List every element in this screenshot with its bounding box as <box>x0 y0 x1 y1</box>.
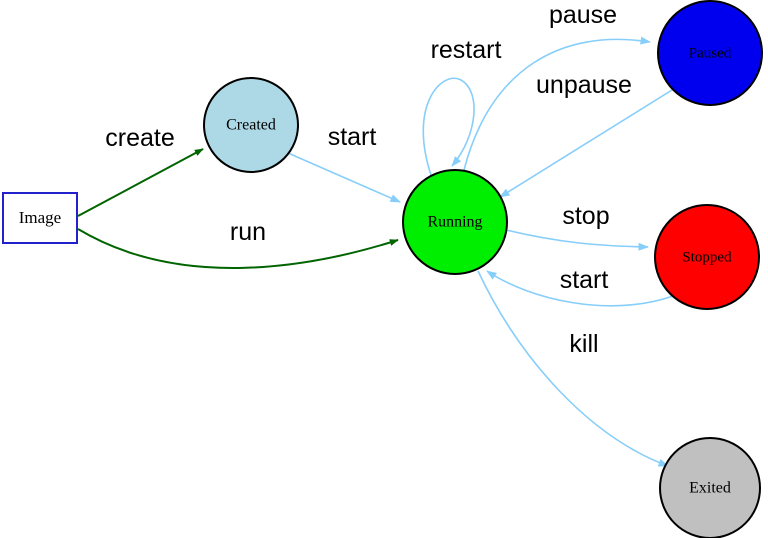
edge-stop: stop <box>505 202 649 251</box>
edge-run-path <box>77 228 399 269</box>
edge-restart-path <box>422 77 475 176</box>
edge-label-start-created: start <box>328 123 377 151</box>
edge-label-pause: pause <box>549 1 617 29</box>
node-created-label: Created <box>226 117 276 134</box>
edge-restart: restart <box>422 36 502 176</box>
edge-kill-path <box>477 270 669 467</box>
edge-label-start-stopped: start <box>560 266 609 294</box>
edge-kill: kill <box>477 270 669 467</box>
edge-label-create: create <box>105 124 174 152</box>
edge-unpause: unpause <box>499 71 673 198</box>
edge-create: create <box>77 124 204 217</box>
edge-stop-path <box>505 229 649 251</box>
node-paused-shape[interactable] <box>657 0 763 106</box>
node-stopped-label: Stopped <box>682 249 732 265</box>
node-paused-label: Paused <box>689 45 732 61</box>
node-running-shape[interactable] <box>402 169 508 275</box>
edge-label-run: run <box>230 218 266 246</box>
edge-run: run <box>77 218 399 269</box>
edge-start-stopped-path <box>486 270 674 307</box>
edge-label-stop: stop <box>562 202 609 230</box>
node-exited-label: Exited <box>689 480 731 497</box>
node-image-label: Image <box>19 208 61 227</box>
node-paused[interactable]: Paused <box>657 0 763 106</box>
edge-pause: pause <box>463 1 651 171</box>
edge-start-created-path <box>287 152 401 203</box>
node-running[interactable]: Running <box>402 169 508 275</box>
edge-create-path <box>77 148 204 217</box>
node-created-shape[interactable] <box>203 77 299 173</box>
node-stopped[interactable]: Stopped <box>654 204 760 310</box>
node-stopped-shape[interactable] <box>654 204 760 310</box>
edge-start-created: start <box>287 123 401 203</box>
edge-label-restart: restart <box>431 36 502 64</box>
node-exited-shape[interactable] <box>659 437 761 538</box>
edge-label-unpause: unpause <box>536 71 632 99</box>
node-running-label: Running <box>427 214 482 231</box>
edge-pause-path <box>463 36 651 171</box>
node-exited[interactable]: Exited <box>659 437 761 538</box>
node-created[interactable]: Created <box>203 77 299 173</box>
edge-start-stopped: start <box>486 266 674 307</box>
edge-label-kill: kill <box>569 330 598 358</box>
node-image-shape[interactable] <box>2 192 78 244</box>
edge-unpause-path <box>499 89 673 198</box>
node-image[interactable]: Image <box>2 192 78 244</box>
